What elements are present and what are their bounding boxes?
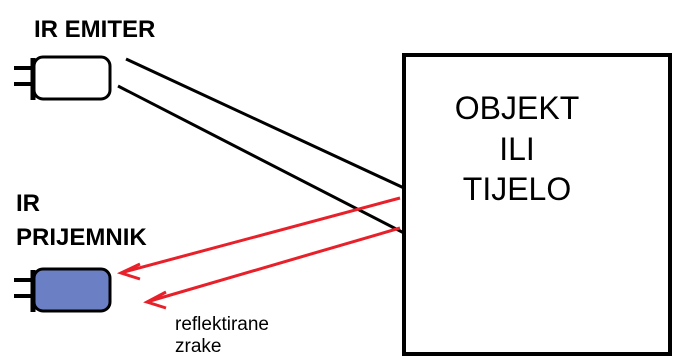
receiver-body (32, 267, 112, 313)
reflected-rays (116, 196, 401, 310)
object-label-line1: OBJEKT (455, 90, 579, 126)
emitted-ray-2 (117, 84, 405, 235)
reflected-ray-2-arrowhead (143, 290, 167, 310)
reflected-label-line1: reflektirane (175, 314, 269, 335)
emitter-label: IR EMITER (34, 16, 155, 43)
ir-receiver (14, 267, 112, 313)
receiver-label-line1: IR (16, 190, 40, 217)
emitter-body (32, 55, 112, 101)
emitted-ray-1 (125, 57, 405, 190)
object-label-line3: TIJELO (463, 171, 571, 207)
object-label-line2: ILI (499, 131, 535, 167)
reflected-ray-1 (123, 196, 401, 274)
reflected-label-line2: zrake (175, 336, 221, 356)
reflected-ray-1-arrowhead (116, 262, 141, 281)
ir-emitter (14, 55, 112, 101)
reflected-ray-2 (149, 226, 401, 303)
object-box (402, 53, 672, 356)
receiver-label-line2: PRIJEMNIK (16, 224, 147, 251)
